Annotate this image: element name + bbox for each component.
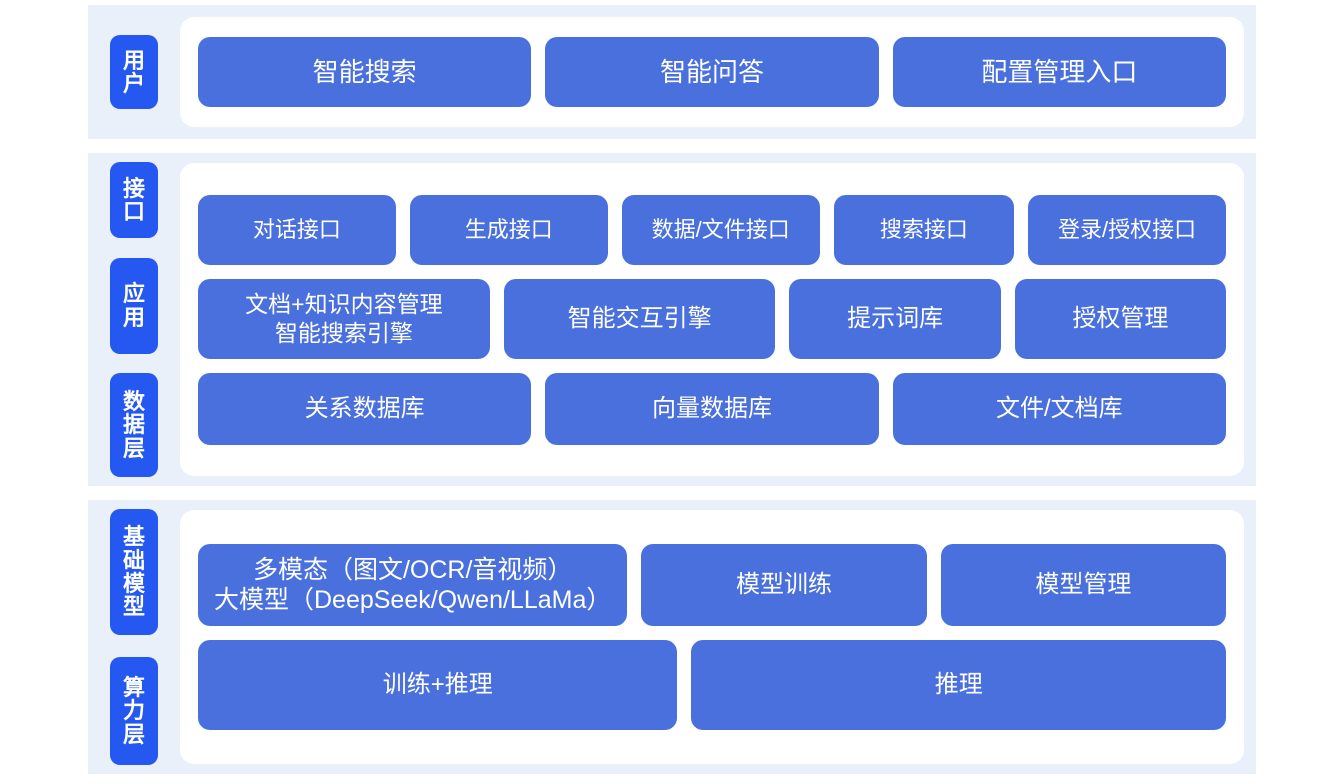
layer-rail-core: 接口 应用 数据层 xyxy=(88,153,180,486)
card-interaction-engine[interactable]: 智能交互引擎 xyxy=(503,278,776,359)
card-prompt-library[interactable]: 提示词库 xyxy=(789,278,1001,359)
card-chat-api[interactable]: 对话接口 xyxy=(198,194,396,265)
card-training-and-inference[interactable]: 训练+推理 xyxy=(198,640,678,730)
card-vector-database[interactable]: 向量数据库 xyxy=(545,372,879,445)
row-compute: 训练+推理 推理 xyxy=(198,640,1226,730)
layer-chip-application-label: 应用 xyxy=(122,281,145,330)
panel-infra: 多模态（图文/OCR/音视频） 大模型（DeepSeek/Qwen/LLaMa）… xyxy=(180,510,1244,764)
card-login-auth-api[interactable]: 登录/授权接口 xyxy=(1028,194,1227,265)
card-authorization-management[interactable]: 授权管理 xyxy=(1014,278,1226,359)
layer-rail-infra: 基础模型 算力层 xyxy=(88,500,180,774)
card-multimodal-large-model[interactable]: 多模态（图文/OCR/音视频） 大模型（DeepSeek/Qwen/LLaMa） xyxy=(198,544,628,626)
card-file-document-store[interactable]: 文件/文档库 xyxy=(892,372,1226,445)
row-interface: 对话接口 生成接口 数据/文件接口 搜索接口 登录/授权接口 xyxy=(198,194,1227,265)
section-user: 用户 智能搜索 智能问答 配置管理入口 xyxy=(88,5,1256,139)
panel-user: 智能搜索 智能问答 配置管理入口 xyxy=(180,17,1244,127)
layer-chip-compute[interactable]: 算力层 xyxy=(110,657,158,765)
card-doc-knowledge-search-engine[interactable]: 文档+知识内容管理 智能搜索引擎 xyxy=(198,278,490,359)
card-intelligent-qa[interactable]: 智能问答 xyxy=(545,37,879,107)
layer-chip-user[interactable]: 用户 xyxy=(110,35,158,109)
card-data-file-api[interactable]: 数据/文件接口 xyxy=(621,194,820,265)
layer-rail-user: 用户 xyxy=(88,5,180,139)
card-inference[interactable]: 推理 xyxy=(691,640,1226,730)
layer-chip-foundation-model[interactable]: 基础模型 xyxy=(110,509,158,635)
layer-chip-compute-label: 算力层 xyxy=(122,675,145,747)
layer-chip-interface[interactable]: 接口 xyxy=(110,162,158,238)
panel-core: 对话接口 生成接口 数据/文件接口 搜索接口 登录/授权接口 文档+知识内容管理… xyxy=(180,163,1244,476)
card-model-training[interactable]: 模型训练 xyxy=(641,544,927,626)
card-relational-database[interactable]: 关系数据库 xyxy=(198,372,532,445)
section-infra: 基础模型 算力层 多模态（图文/OCR/音视频） 大模型（DeepSeek/Qw… xyxy=(88,500,1256,774)
row-user-entries: 智能搜索 智能问答 配置管理入口 xyxy=(198,37,1226,107)
card-config-management-entry[interactable]: 配置管理入口 xyxy=(892,37,1226,107)
row-data: 关系数据库 向量数据库 文件/文档库 xyxy=(198,372,1226,445)
layer-chip-user-label: 用户 xyxy=(122,47,145,96)
card-intelligent-search[interactable]: 智能搜索 xyxy=(198,37,532,107)
layer-chip-application[interactable]: 应用 xyxy=(110,257,158,354)
layer-chip-foundation-model-label: 基础模型 xyxy=(122,524,145,620)
row-foundation-model: 多模态（图文/OCR/音视频） 大模型（DeepSeek/Qwen/LLaMa）… xyxy=(198,544,1227,626)
section-core: 接口 应用 数据层 对话接口 生成接口 数据/文件接口 搜索接口 登录/授权接口… xyxy=(88,153,1256,486)
layer-chip-data-label: 数据层 xyxy=(122,389,145,461)
layer-chip-interface-label: 接口 xyxy=(122,175,145,224)
card-search-api[interactable]: 搜索接口 xyxy=(833,194,1015,265)
row-application: 文档+知识内容管理 智能搜索引擎 智能交互引擎 提示词库 授权管理 xyxy=(198,278,1226,359)
card-model-management[interactable]: 模型管理 xyxy=(940,544,1227,626)
layer-chip-data[interactable]: 数据层 xyxy=(110,373,158,477)
card-generation-api[interactable]: 生成接口 xyxy=(409,194,608,265)
